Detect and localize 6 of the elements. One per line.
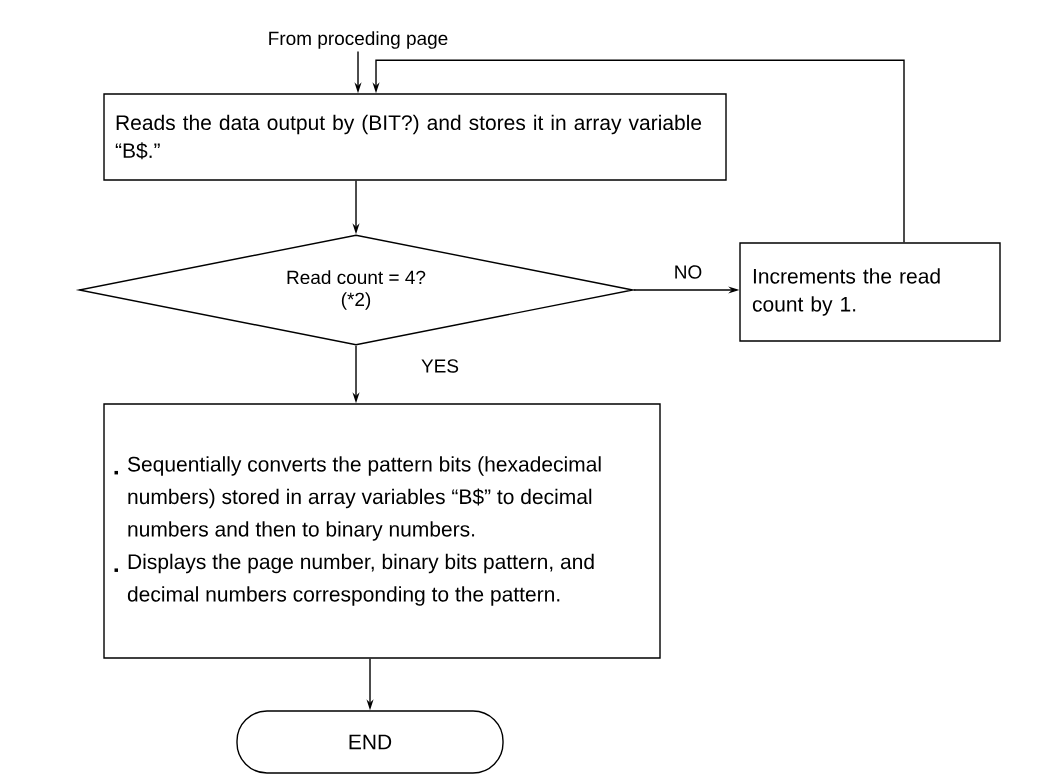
edge-label: YES <box>420 358 460 374</box>
process-box: Increments the read count by 1. <box>739 242 1001 342</box>
process-box: Sequentially converts the pattern bits (hexadecimal numbers) stored in array variables “B$” to decimal numbers and then to binary numbers. Displays the page number, binary bits pattern, and decimal numbers corresponding to the pattern. <box>103 403 661 659</box>
start-label: From proceding page <box>269 31 448 49</box>
process-box: Reads the data output by (BIT?) and stores it in array variable “B$.” <box>103 93 727 181</box>
edge-label: NO <box>672 264 704 280</box>
